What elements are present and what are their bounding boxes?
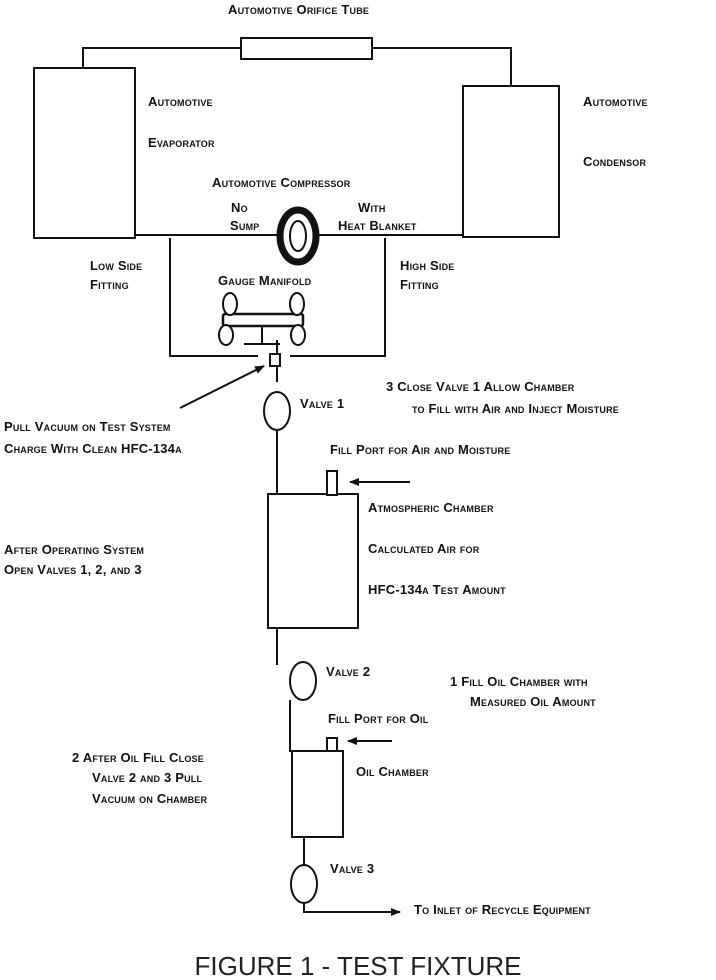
valve-1	[263, 391, 291, 431]
compressor-icon	[276, 206, 320, 266]
fill-port-oil	[326, 737, 338, 752]
no-sump-label-2: Sump	[230, 218, 259, 233]
step-3-label-1: 3 Close Valve 1 Allow Chamber	[386, 379, 575, 394]
valve-2	[289, 661, 317, 701]
evaporator-label-1: Automotive	[148, 94, 213, 109]
heat-blanket-label-1: With	[358, 200, 386, 215]
atmospheric-chamber-label: Atmospheric Chamber	[368, 500, 494, 515]
recycle-inlet-label: To Inlet of Recycle Equipment	[414, 902, 591, 917]
fill-port-air	[326, 470, 338, 496]
fill-port-oil-label: Fill Port for Oil	[328, 711, 429, 726]
high-side-label-1: High Side	[400, 258, 454, 273]
valve-3-label: Valve 3	[330, 861, 374, 876]
low-side-label-2: Fitting	[90, 277, 129, 292]
step-1-label-2: Measured Oil Amount	[470, 694, 596, 709]
heat-blanket-label-2: Heat Blanket	[338, 218, 417, 233]
valve-1-label: Valve 1	[300, 396, 344, 411]
gauge-manifold-lines	[169, 238, 386, 357]
orifice-tube	[240, 37, 373, 60]
hfc-amount-label: HFC-134a Test Amount	[368, 582, 506, 597]
valve-3	[290, 864, 318, 904]
calculated-air-label: Calculated Air for	[368, 541, 480, 556]
evaporator	[33, 67, 136, 239]
condensor-label-2: Condensor	[583, 154, 646, 169]
compressor-label: Automotive Compressor	[212, 175, 351, 190]
after-operating-label-1: After Operating System	[4, 542, 144, 557]
oil-chamber	[291, 750, 344, 838]
valve-2-label: Valve 2	[326, 664, 370, 679]
pull-vacuum-label-2: Charge With Clean HFC-134a	[4, 441, 182, 456]
low-side-label-1: Low Side	[90, 258, 142, 273]
atmospheric-chamber	[267, 493, 359, 629]
condensor-label-1: Automotive	[583, 94, 648, 109]
gauge-manifold-label: Gauge Manifold	[218, 273, 312, 288]
step-2-label-1: 2 After Oil Fill Close	[72, 750, 204, 765]
condensor	[462, 85, 560, 238]
orifice-tube-label: Automotive Orifice Tube	[228, 2, 369, 17]
step-1-label-1: 1 Fill Oil Chamber with	[450, 674, 588, 689]
gauge-manifold-icon	[218, 292, 306, 346]
step-2-label-3: Vacuum on Chamber	[92, 791, 207, 806]
fill-port-air-label: Fill Port for Air and Moisture	[330, 442, 510, 457]
vacuum-port	[269, 353, 281, 367]
step-3-label-2: to Fill with Air and Inject Moisture	[412, 401, 619, 416]
evaporator-label-2: Evaporator	[148, 135, 215, 150]
step-2-label-2: Valve 2 and 3 Pull	[92, 770, 202, 785]
pull-vacuum-arrow	[179, 365, 265, 409]
no-sump-label-1: No	[231, 200, 248, 215]
oil-chamber-label: Oil Chamber	[356, 764, 429, 779]
after-operating-label-2: Open Valves 1, 2, and 3	[4, 562, 142, 577]
pull-vacuum-label-1: Pull Vacuum on Test System	[4, 419, 171, 434]
high-side-label-2: Fitting	[400, 277, 439, 292]
figure-caption: FIGURE 1 - TEST FIXTURE	[195, 951, 522, 980]
